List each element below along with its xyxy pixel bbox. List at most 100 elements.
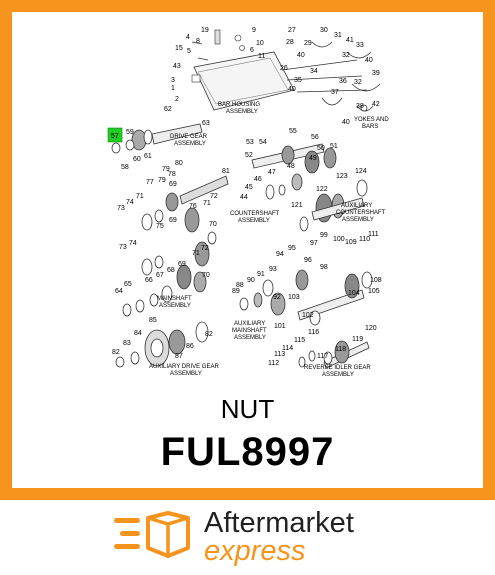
- aux-countershaft-drawing: [299, 179, 368, 232]
- callout: 58: [121, 164, 129, 171]
- aux-drive-gear-caption: AUXILIARY DRIVE GEAR: [149, 364, 219, 370]
- callout: 30: [320, 27, 328, 34]
- callout: 83: [123, 340, 131, 347]
- brand-footer: [0, 500, 495, 575]
- bar-housing-caption: ASSEMBLY: [226, 109, 258, 115]
- callout: 100: [333, 236, 345, 243]
- countershaft-drawing: [251, 143, 337, 200]
- callout: 121: [291, 202, 303, 209]
- yokes-bars-drawing: [281, 41, 381, 112]
- callout: 124: [355, 168, 367, 175]
- callout: 32: [354, 79, 362, 86]
- callout: 75: [156, 223, 164, 230]
- callout: 35: [294, 77, 302, 84]
- countershaft-caption: ASSEMBLY: [238, 218, 270, 224]
- mainshaft-caption: MAINSHAFT: [157, 296, 192, 302]
- callout: 123: [336, 173, 348, 180]
- callout: 70: [202, 272, 210, 279]
- callout: 98: [320, 264, 328, 271]
- callout: 114: [282, 345, 293, 352]
- callout: 15: [175, 45, 183, 52]
- callout: 118: [335, 346, 346, 353]
- callout: 73: [119, 244, 127, 251]
- callout: 104: [348, 290, 360, 297]
- callout: 54: [259, 139, 267, 146]
- callout: 71: [192, 250, 200, 257]
- callout: 88: [236, 282, 244, 289]
- callout: 116: [308, 329, 319, 336]
- countershaft-caption: COUNTERSHAFT: [230, 211, 280, 217]
- callout: 91: [257, 271, 265, 278]
- callout: 2: [175, 96, 179, 103]
- callout: 36: [339, 78, 347, 85]
- callout: 82: [112, 349, 120, 356]
- callout: 28: [286, 39, 294, 46]
- aux-countershaft-caption: AUXILIARY: [341, 203, 372, 209]
- callout: 122: [316, 186, 328, 193]
- callout: 77: [146, 179, 154, 186]
- highlighted-callout: 57: [111, 133, 119, 140]
- callout: 49: [309, 155, 317, 162]
- aux-countershaft-caption: COUNTERSHAFT: [336, 210, 386, 216]
- callout: 109: [345, 239, 357, 246]
- bar-housing-drawing: [191, 29, 295, 111]
- callout: 93: [269, 266, 277, 273]
- callout: 42: [372, 101, 380, 108]
- callout: 62: [164, 106, 172, 113]
- callout: 82: [205, 331, 213, 338]
- callout: 74: [129, 240, 137, 247]
- callout: 37: [331, 89, 339, 96]
- callout: 6: [250, 47, 254, 54]
- callout: 96: [304, 257, 312, 264]
- callout: 69: [178, 261, 186, 268]
- callout: 69: [169, 217, 177, 224]
- aux-mainshaft-caption: AUXILIARY: [234, 321, 265, 327]
- callout: 10: [256, 40, 264, 47]
- callout: 79: [162, 166, 170, 173]
- callout: 27: [288, 27, 296, 34]
- callout: 115: [294, 337, 305, 344]
- aux-countershaft-caption: ASSEMBLY: [342, 217, 374, 223]
- yokes-bars-caption: YOKES AND: [354, 117, 389, 123]
- callout: 78: [168, 171, 176, 178]
- callout: 31: [334, 32, 342, 39]
- callout: 19: [201, 27, 209, 34]
- callout: 99: [320, 232, 328, 239]
- callout: 87: [175, 353, 183, 360]
- callout: 60: [133, 156, 141, 163]
- callout: 40: [297, 52, 305, 59]
- part-name: NUT: [220, 394, 275, 424]
- callout: 39: [372, 70, 380, 77]
- callout: 61: [144, 153, 152, 160]
- drive-gear-caption: DRIVE GEAR: [170, 134, 208, 140]
- callout: 110: [359, 236, 370, 243]
- callout: 113: [274, 351, 285, 358]
- callout: 51: [330, 143, 338, 150]
- callout: 89: [232, 288, 240, 295]
- callout: 69: [169, 181, 177, 188]
- callout: 73: [117, 205, 125, 212]
- highlighted-callout-box: [107, 127, 123, 143]
- callout: 52: [245, 152, 253, 159]
- callout: 34: [310, 68, 318, 75]
- callout: 66: [145, 277, 153, 284]
- callout: 55: [289, 128, 297, 135]
- callout: 81: [222, 168, 230, 175]
- callout: 64: [115, 288, 123, 295]
- callout: 108: [370, 277, 382, 284]
- callout: 1: [171, 85, 175, 92]
- callout: 43: [173, 63, 181, 70]
- callout: 48: [287, 163, 295, 170]
- aux-mainshaft-caption: MAINSHAFT: [232, 328, 267, 334]
- callout: 29: [304, 40, 312, 47]
- callout: 32: [342, 52, 350, 59]
- callout: 103: [288, 294, 300, 301]
- callout: 56: [311, 134, 319, 141]
- callout: 105: [368, 288, 380, 295]
- callout: 3: [171, 77, 175, 84]
- aux-mainshaft-drawing: [239, 269, 373, 326]
- callout: 112: [268, 360, 279, 367]
- callout: 46: [254, 176, 262, 183]
- callout: 101: [274, 323, 286, 330]
- callout: 50: [317, 145, 325, 152]
